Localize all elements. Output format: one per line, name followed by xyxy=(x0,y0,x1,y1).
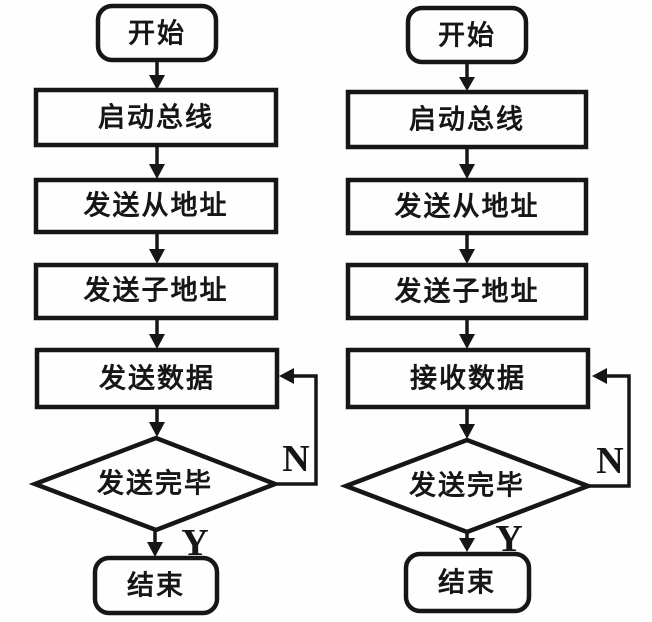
flow-arrow xyxy=(459,407,475,439)
flowchart-send: 开始 启动总线 发送从地址 发送子 xyxy=(28,3,318,616)
flow-arrow xyxy=(459,318,475,349)
end-label: 结束 xyxy=(127,571,185,602)
flow-arrow xyxy=(149,318,165,349)
flow-arrow xyxy=(459,233,475,264)
flow-arrow xyxy=(459,62,475,91)
start-label: 开始 xyxy=(128,18,186,50)
process-label: 发送从地址 xyxy=(394,191,540,223)
decision-label: 发送完毕 xyxy=(408,470,525,502)
process-label: 启动总线 xyxy=(409,105,525,136)
no-loop-arrow xyxy=(275,368,318,486)
process-label: 启动总线 xyxy=(98,103,214,134)
flow-arrow xyxy=(459,532,475,552)
no-loop-arrow xyxy=(588,368,631,488)
process-label: 发送从地址 xyxy=(83,190,229,222)
flowchart-receive: 开始 启动总线 发送从地址 发送子 xyxy=(339,5,631,614)
end-terminator xyxy=(92,555,220,616)
flow-arrow xyxy=(149,60,165,90)
end-terminator xyxy=(403,551,532,614)
end-label: 结束 xyxy=(438,568,496,599)
decision-label: 发送完毕 xyxy=(96,468,213,500)
flow-arrow xyxy=(149,407,165,437)
process-label: 发送子地址 xyxy=(83,275,229,307)
process-label: 发送数据 xyxy=(98,363,215,395)
process-label: 接收数据 xyxy=(410,364,526,395)
branch-no-label: N xyxy=(596,440,623,482)
branch-no-label: N xyxy=(282,438,309,480)
start-label: 开始 xyxy=(438,20,496,52)
flow-arrow xyxy=(149,145,165,179)
flow-arrow xyxy=(147,530,163,557)
flow-arrow xyxy=(459,147,475,179)
process-label: 发送子地址 xyxy=(394,276,540,308)
flow-arrow xyxy=(149,232,165,264)
